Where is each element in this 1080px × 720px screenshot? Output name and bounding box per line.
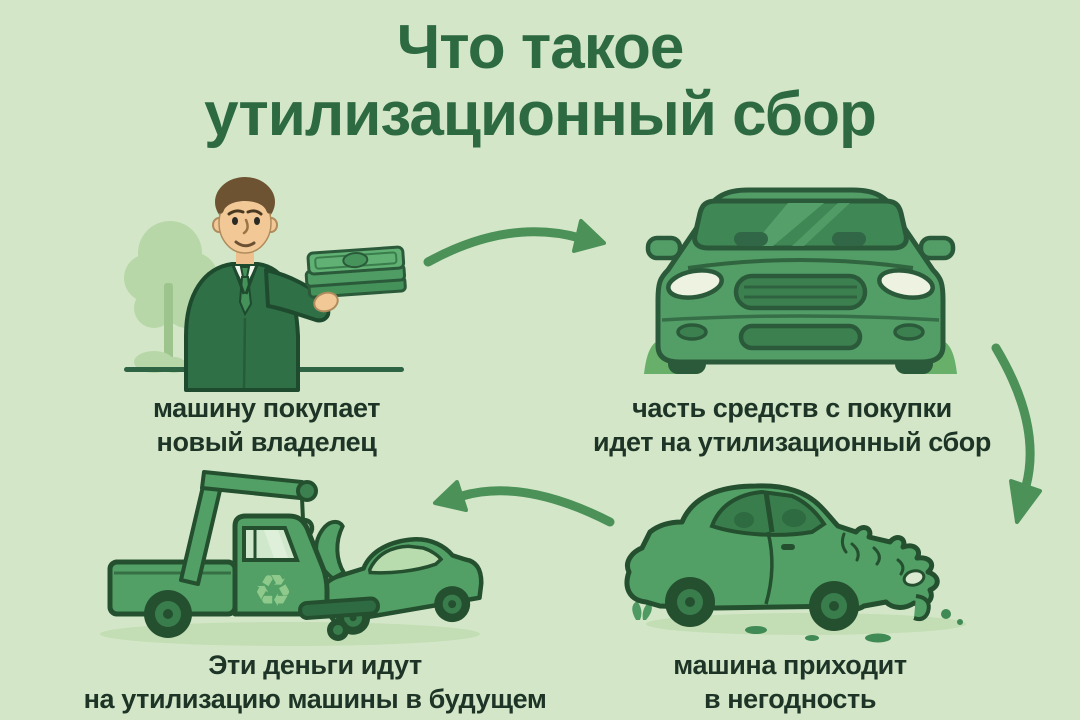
caption-recycling: Эти деньги идут на утилизацию машины в б…: [73, 648, 557, 716]
caption-fee-line-2: идет на утилизационный сбор: [593, 427, 991, 457]
shadow: [100, 622, 480, 646]
caption-breakdown: машина приходит в негодность: [640, 648, 940, 716]
tow-truck-illustration: ♻: [100, 470, 484, 646]
caption-purchase: машину покупает новый владелец: [96, 391, 437, 459]
recycle-icon: ♻: [253, 566, 292, 617]
caption-fee-line-1: часть средств с покупки: [632, 393, 952, 423]
title-line-2: утилизационный сбор: [204, 80, 877, 149]
new-car-illustration: [644, 187, 957, 374]
shadow: [646, 613, 966, 635]
page-title: Что такое утилизационный сбор: [0, 14, 1080, 148]
arrow-down-icon: [991, 343, 1042, 524]
hand: [313, 291, 339, 313]
wheel-icon: [665, 577, 859, 631]
caption-purchase-line-2: новый владелец: [156, 427, 377, 457]
caption-breakdown-line-1: машина приходит: [673, 650, 907, 680]
leaf-icon: [632, 601, 652, 620]
money-stack-icon: [304, 245, 407, 299]
businessman: [184, 177, 331, 392]
caption-fee: часть средств с покупки идет на утилизац…: [580, 391, 1004, 459]
arrow-left-icon: [433, 480, 615, 527]
tree-trunk: [164, 283, 173, 370]
caption-recycling-line-1: Эти деньги идут: [208, 650, 422, 680]
title-line-1: Что такое: [396, 13, 685, 82]
caption-recycling-line-2: на утилизацию машины в будущем: [83, 684, 547, 714]
caption-purchase-line-1: машину покупает: [152, 393, 381, 423]
arrow-right-icon: [423, 219, 606, 267]
man-with-money-illustration: [124, 177, 407, 392]
debris: [745, 609, 963, 643]
crashed-car-illustration: [624, 483, 966, 643]
tow-lift: [298, 596, 380, 620]
caption-breakdown-line-2: в негодность: [703, 684, 877, 714]
